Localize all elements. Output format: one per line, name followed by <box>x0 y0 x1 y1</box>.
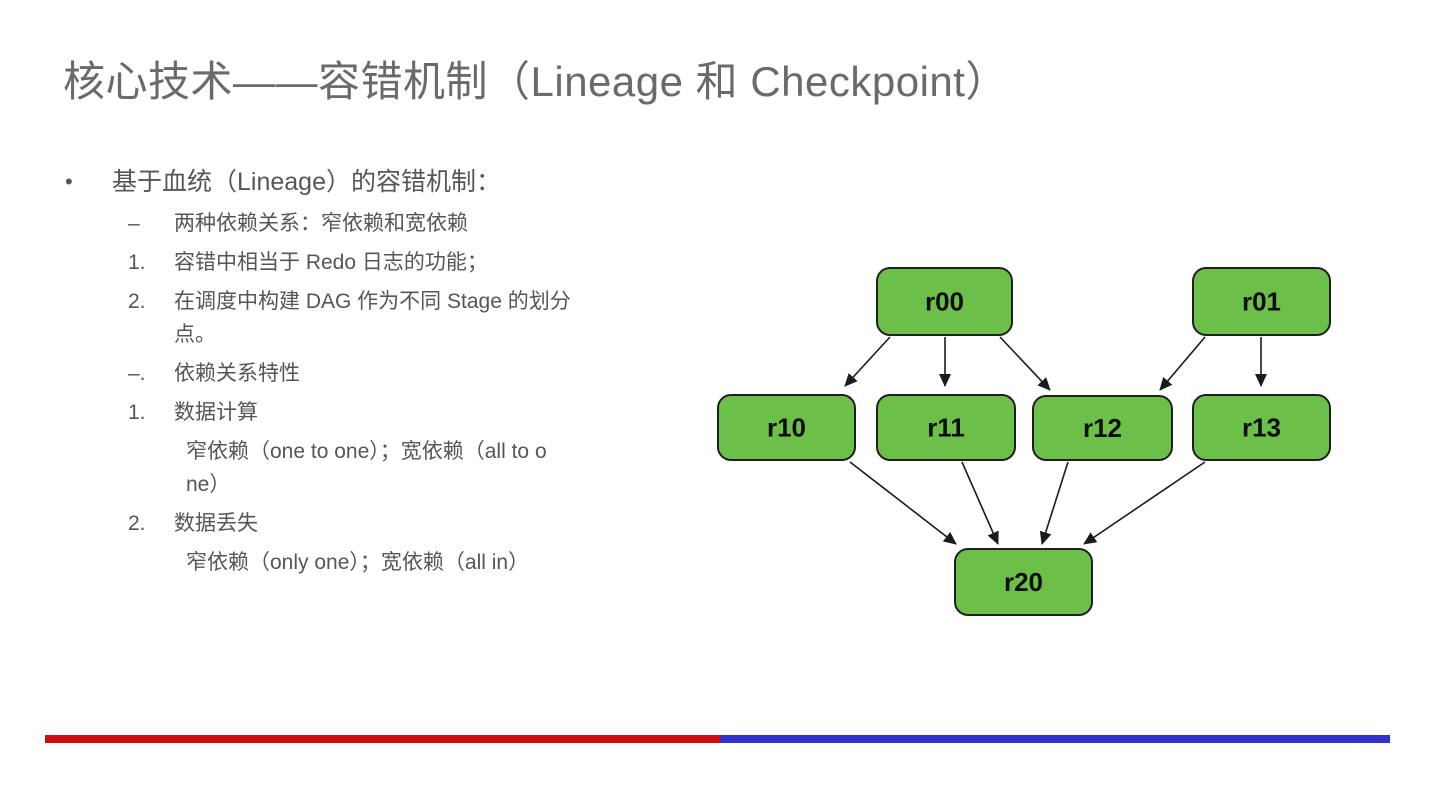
list-marker: 1. <box>128 251 146 274</box>
dag-edge-r13-r20 <box>1083 461 1206 545</box>
dag-node-label: r00 <box>925 287 964 317</box>
list-item: – 两种依赖关系：窄依赖和宽依赖 <box>63 207 713 240</box>
dag-node-box <box>876 267 1013 336</box>
bullet-list: • 基于血统（Lineage）的容错机制： – 两种依赖关系：窄依赖和宽依赖 1. 容错中… <box>63 163 713 585</box>
dag-node-r00: r00 <box>876 267 1013 336</box>
dag-edge-r00-r10 <box>844 336 891 387</box>
dag-node-box <box>717 394 856 461</box>
dag-node-r01: r01 <box>1192 267 1331 336</box>
list-item: 2. 数据丢失 <box>63 507 713 540</box>
dag-node-label: r10 <box>767 413 806 443</box>
list-text: 窄依赖（only one）；宽依赖（all in） <box>186 551 530 574</box>
dag-edge-r10-r20 <box>849 461 957 545</box>
dag-node-label: r11 <box>927 413 965 443</box>
dag-node-r20: r20 <box>954 548 1093 616</box>
list-item: • 基于血统（Lineage）的容错机制： <box>63 163 713 201</box>
list-marker: – <box>128 212 140 235</box>
list-item: –. 依赖关系特性 <box>63 357 713 390</box>
list-text: 窄依赖（one to one）；宽依赖（all to o ne） <box>186 440 547 496</box>
list-text: 数据计算 <box>174 401 258 424</box>
list-marker: 2. <box>128 290 146 313</box>
dag-node-box <box>1192 267 1331 336</box>
dag-node-r13: r13 <box>1192 394 1331 461</box>
dag-nodes: r00 r01 r10 r11 r12 r13 r20 <box>717 267 1331 616</box>
list-item: 窄依赖（only one）；宽依赖（all in） <box>63 546 713 579</box>
slide-title: 核心技术——容错机制（Lineage 和 Checkpoint） <box>63 58 1008 105</box>
dag-node-label: r12 <box>1083 413 1122 443</box>
list-text: 依赖关系特性 <box>174 362 300 385</box>
footer-bar-red <box>45 735 720 743</box>
list-text: 在调度中构建 DAG 作为不同 Stage 的划分 点。 <box>174 290 571 346</box>
dag-node-box <box>876 394 1016 461</box>
dag-node-r10: r10 <box>717 394 856 461</box>
list-text: 数据丢失 <box>174 512 258 535</box>
list-text: 容错中相当于 Redo 日志的功能； <box>174 251 488 274</box>
dag-edges <box>844 336 1267 545</box>
list-item: 1. 容错中相当于 Redo 日志的功能； <box>63 246 713 279</box>
dag-node-box <box>954 548 1093 616</box>
dag-node-r12: r12 <box>1032 395 1173 461</box>
list-marker: • <box>65 169 73 194</box>
dag-node-box <box>1032 395 1173 461</box>
list-marker: 1. <box>128 401 146 424</box>
list-text: 基于血统（Lineage）的容错机制： <box>112 168 501 196</box>
list-text: 两种依赖关系：窄依赖和宽依赖 <box>174 212 468 235</box>
dag-edge-r00-r12 <box>999 336 1051 391</box>
dag-edge-r01-r12 <box>1159 336 1206 391</box>
list-item: 1. 数据计算 <box>63 396 713 429</box>
dag-edge-r12-r20 <box>1039 461 1069 545</box>
list-marker: 2. <box>128 512 146 535</box>
dag-node-r11: r11 <box>876 394 1016 461</box>
dag-node-label: r01 <box>1242 287 1281 317</box>
dag-diagram: r00 r01 r10 r11 r12 r13 r20 <box>717 267 1331 616</box>
list-item: 窄依赖（one to one）；宽依赖（all to o ne） <box>63 435 713 501</box>
dag-node-box <box>1192 394 1331 461</box>
footer-bar-blue <box>720 735 1390 743</box>
list-item: 2. 在调度中构建 DAG 作为不同 Stage 的划分 点。 <box>63 285 713 351</box>
list-marker: –. <box>128 362 146 385</box>
dag-node-label: r13 <box>1242 413 1281 443</box>
dag-edge-r11-r20 <box>961 461 999 545</box>
dag-node-label: r20 <box>1004 567 1043 597</box>
